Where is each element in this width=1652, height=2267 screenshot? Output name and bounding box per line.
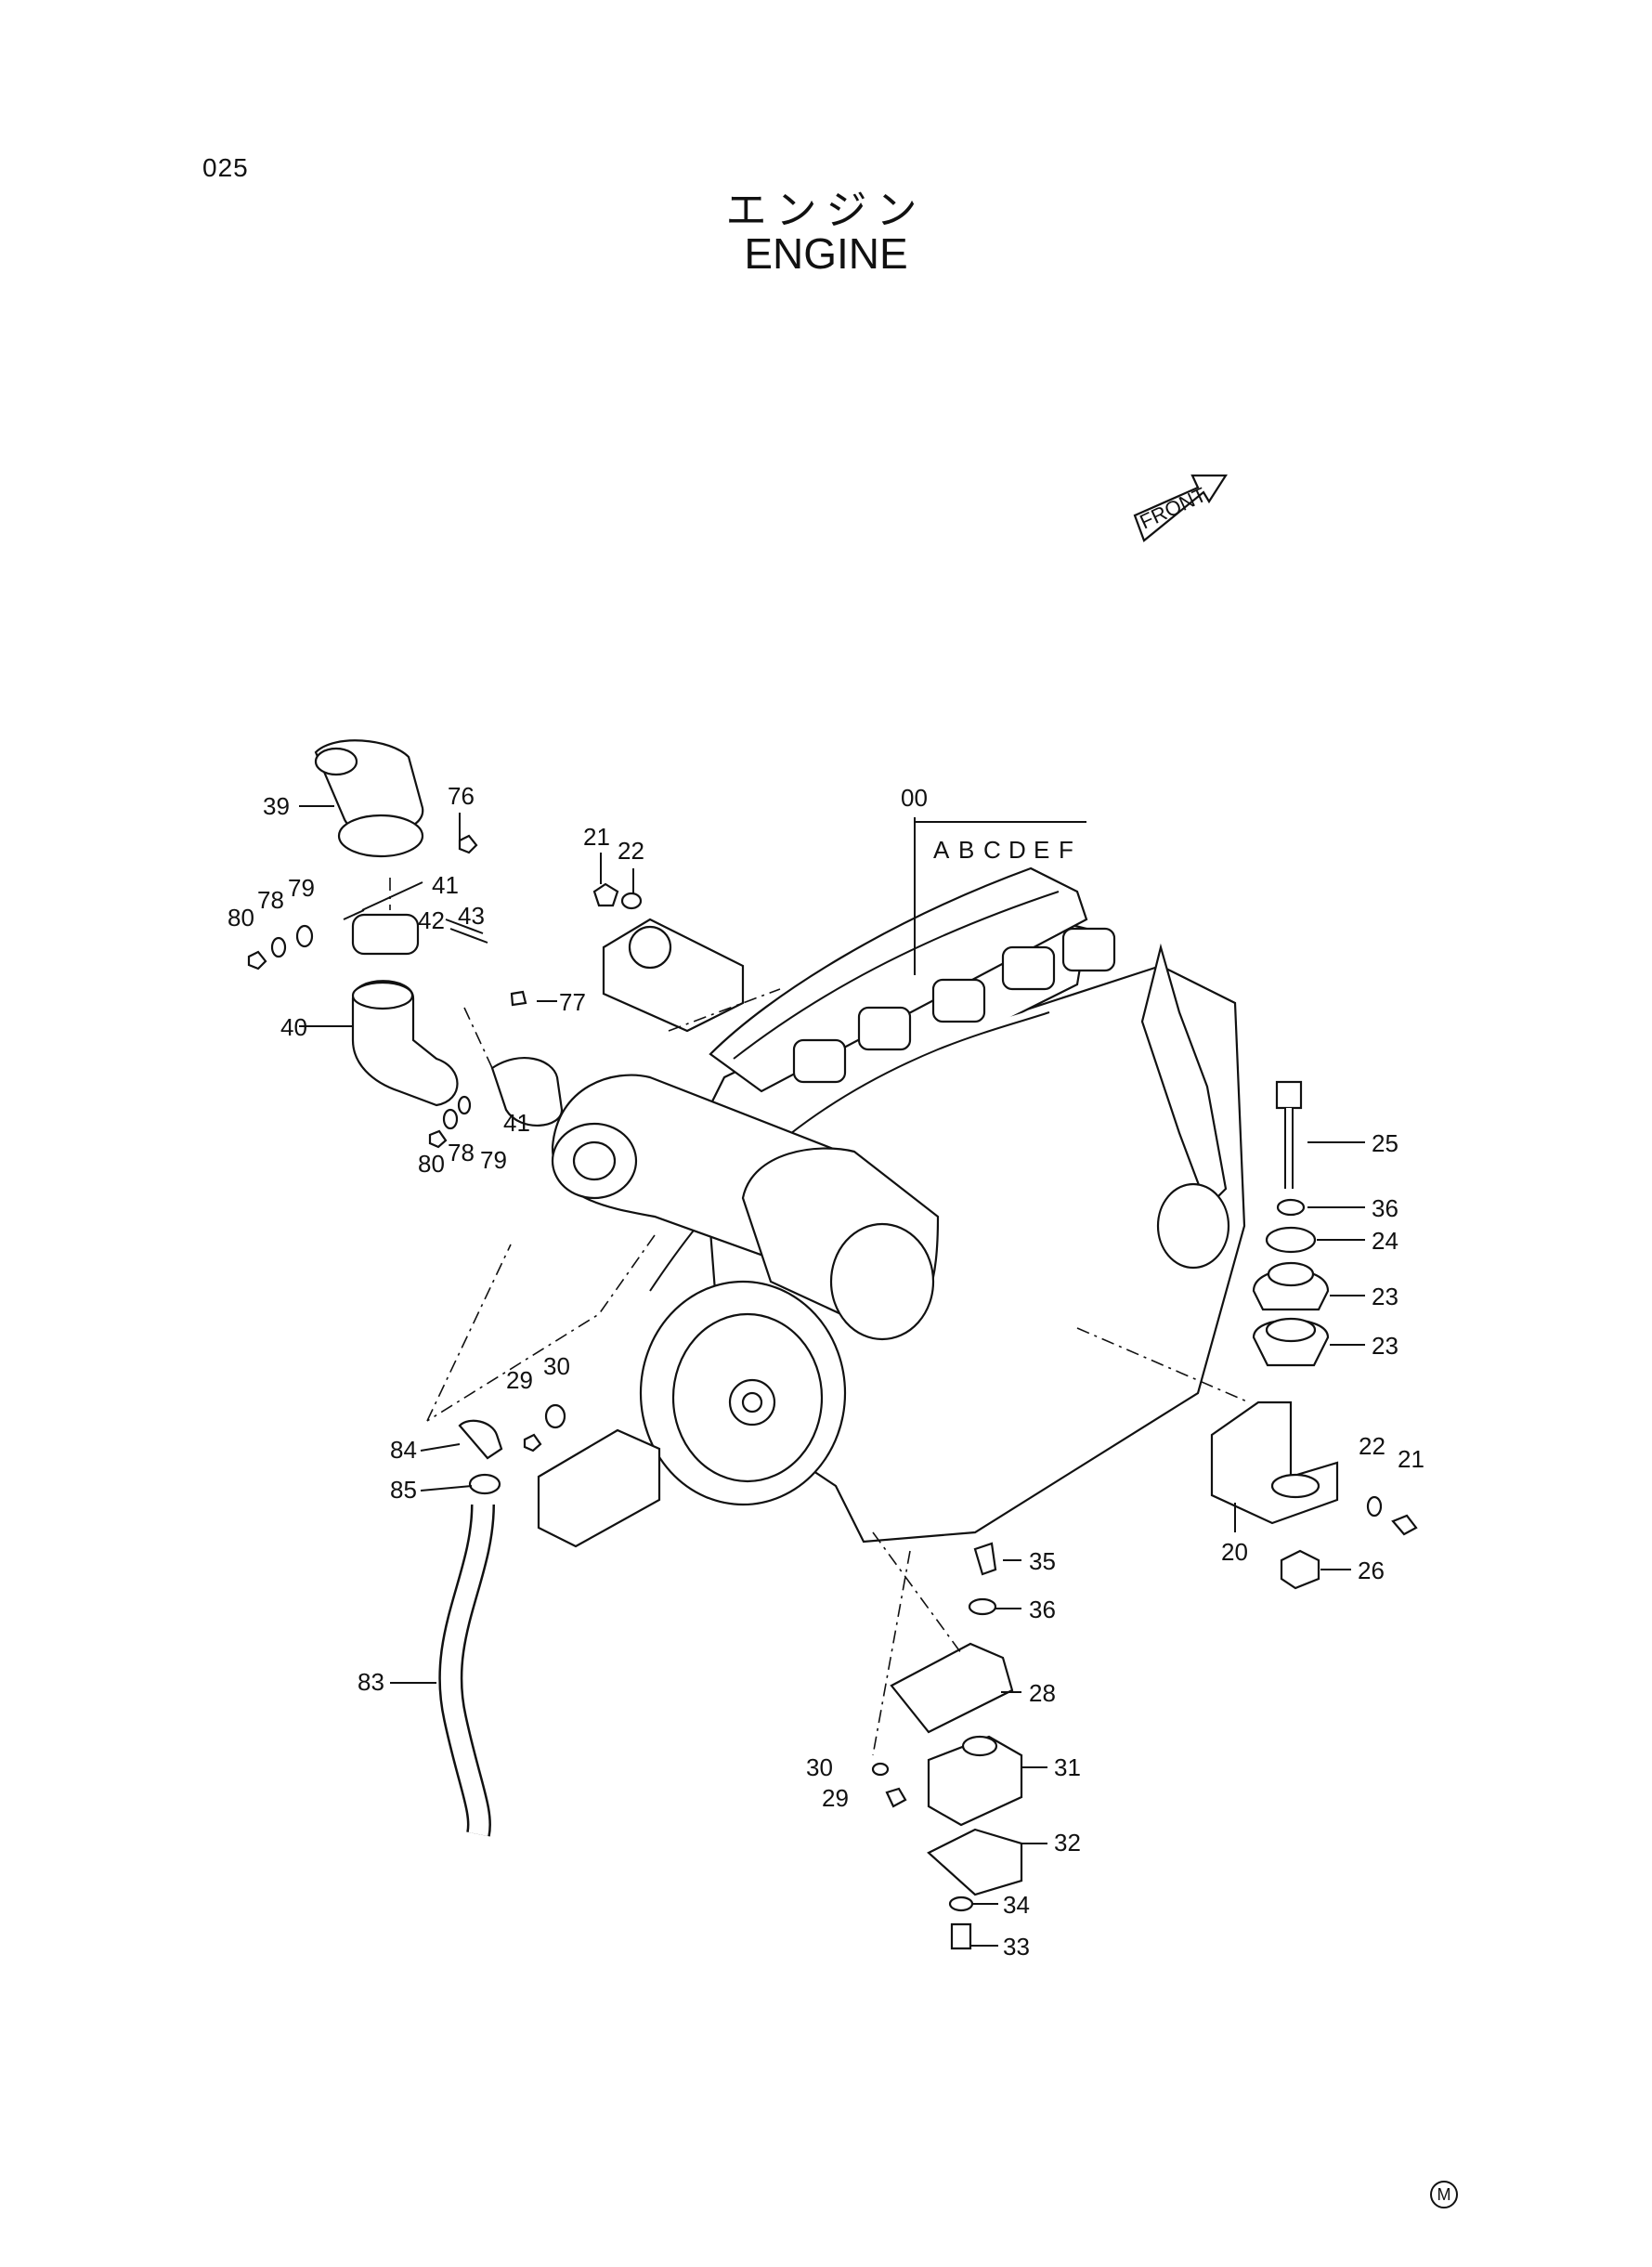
title-english: ENGINE — [744, 229, 908, 278]
label-36-bottom: 36 — [1029, 1596, 1056, 1623]
label-39: 39 — [263, 792, 290, 820]
label-36-right: 36 — [1372, 1194, 1398, 1222]
label-85: 85 — [390, 1476, 417, 1504]
label-41-lower: 41 — [503, 1109, 530, 1137]
label-23-upper: 23 — [1372, 1283, 1398, 1310]
engine-block — [551, 866, 1246, 1544]
label-00-assembly: 00 — [901, 784, 928, 812]
variant-a: A — [933, 836, 950, 864]
label-29-left: 29 — [506, 1366, 533, 1394]
variant-b: B — [958, 836, 974, 864]
part-25-bolt — [1275, 1080, 1303, 1189]
part-21-22-bracket-top — [592, 882, 745, 1033]
label-30-bottom: 30 — [806, 1753, 833, 1781]
part-20-bracket — [1210, 1401, 1418, 1590]
label-40: 40 — [280, 1013, 307, 1041]
label-78-upper: 78 — [257, 886, 284, 914]
label-79-lower: 79 — [480, 1146, 507, 1174]
label-78-lower: 78 — [448, 1139, 475, 1166]
label-22-top: 22 — [618, 837, 644, 865]
part-41-clamp-upper — [343, 909, 420, 956]
label-35: 35 — [1029, 1547, 1056, 1575]
part-41-clamp-lower — [490, 1057, 564, 1127]
part-36-24-23-rubber-mounts — [1252, 1198, 1330, 1367]
label-76: 76 — [448, 782, 475, 810]
label-22-right: 22 — [1359, 1432, 1385, 1460]
label-26: 26 — [1358, 1557, 1385, 1584]
label-79-upper: 79 — [288, 874, 315, 902]
variant-c: C — [983, 836, 1001, 864]
leader-lines — [299, 805, 1365, 1947]
label-80-lower: 80 — [418, 1150, 445, 1178]
small-fasteners — [247, 834, 527, 1149]
label-20: 20 — [1221, 1538, 1248, 1566]
variant-f: F — [1059, 836, 1073, 864]
part-32-plate — [927, 1828, 1023, 1896]
label-25: 25 — [1372, 1129, 1398, 1157]
label-42: 42 — [418, 906, 445, 934]
corner-mark: M — [1430, 2181, 1458, 2208]
title-japanese: エンジン — [725, 187, 927, 234]
part-34-33-washer-bolt — [948, 1896, 974, 1950]
label-23-lower: 23 — [1372, 1332, 1398, 1360]
part-28-35-36-mount-stack — [890, 1542, 1014, 1734]
label-33: 33 — [1003, 1933, 1030, 1961]
part-84-85-83-breather — [438, 1403, 661, 1837]
label-24: 24 — [1372, 1227, 1398, 1255]
label-21-top: 21 — [583, 823, 610, 851]
part-labels: 39 76 41 79 78 80 43 42 40 77 41 79 78 8… — [228, 782, 1424, 1961]
page-number: 025 — [202, 153, 249, 182]
part-40-hose — [351, 980, 459, 1107]
variant-e: E — [1034, 836, 1049, 864]
variant-d: D — [1008, 836, 1026, 864]
front-arrow-icon: FRONT — [1133, 474, 1229, 542]
part-39-elbow — [314, 739, 424, 858]
label-77: 77 — [559, 988, 586, 1016]
label-83: 83 — [358, 1668, 384, 1696]
label-32: 32 — [1054, 1829, 1081, 1857]
label-28: 28 — [1029, 1679, 1056, 1707]
label-43: 43 — [458, 902, 485, 930]
part-31-rubber — [927, 1735, 1023, 1827]
label-80-upper: 80 — [228, 904, 254, 932]
label-84: 84 — [390, 1436, 417, 1464]
label-31: 31 — [1054, 1753, 1081, 1781]
label-30-left: 30 — [543, 1352, 570, 1380]
label-41-upper: 41 — [432, 871, 459, 899]
part-29-30-bottom — [871, 1762, 907, 1808]
front-label: FRONT — [1137, 483, 1210, 534]
label-21-right: 21 — [1398, 1445, 1424, 1473]
label-34: 34 — [1003, 1891, 1030, 1919]
label-29-bottom: 29 — [822, 1784, 849, 1812]
